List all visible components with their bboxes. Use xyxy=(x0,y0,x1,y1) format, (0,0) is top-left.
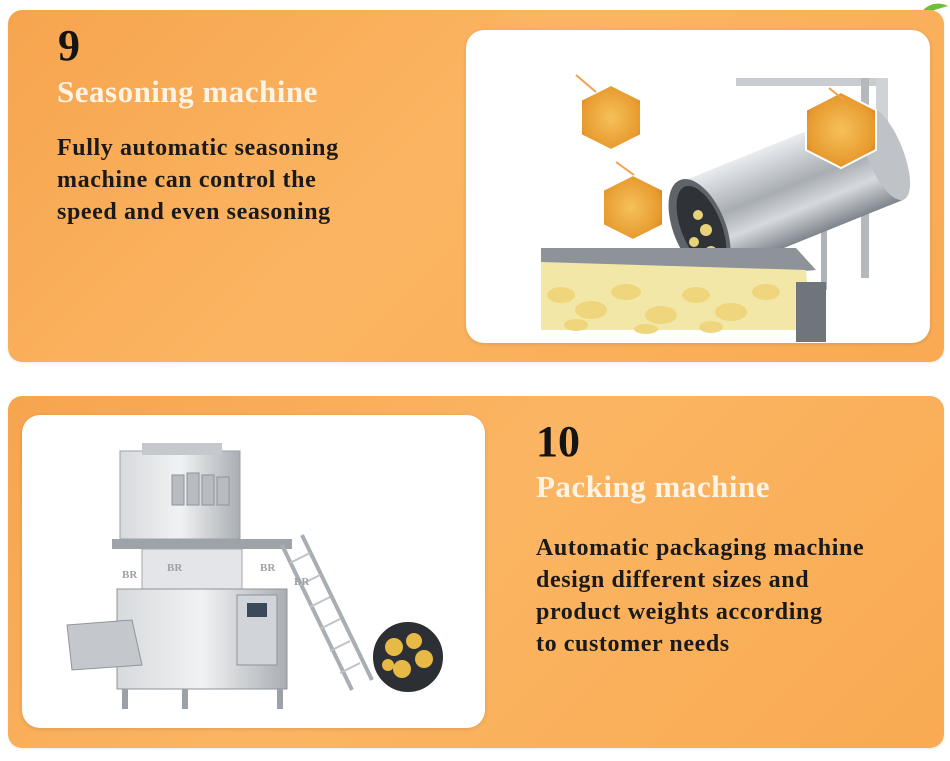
watermark-text: BR xyxy=(294,576,310,588)
step-number: 10 xyxy=(536,417,580,466)
description-line: machine can control the xyxy=(57,167,317,193)
seasoning-machine-photo xyxy=(466,30,930,343)
watermark-text: BR xyxy=(122,569,138,581)
description-line: to customer needs xyxy=(536,631,730,657)
packing-machine-card: BR BR BR BR 10 Packing machine Automatic… xyxy=(8,396,944,748)
step-title: Packing machine xyxy=(536,469,770,504)
description-line: Fully automatic seasoning xyxy=(57,135,339,161)
step-title: Seasoning machine xyxy=(57,74,318,109)
seasoning-machine-card: 9 Seasoning machine Fully automatic seas… xyxy=(8,10,944,362)
step-description: Fully automatic seasoning machine can co… xyxy=(57,132,339,228)
description-line: design different sizes and xyxy=(536,567,810,593)
watermark-text: BR xyxy=(260,562,276,574)
step-number: 9 xyxy=(58,21,80,70)
description-line: product weights according xyxy=(536,599,823,625)
packing-machine-photo: BR BR BR BR xyxy=(22,415,485,728)
packing-machine-illustration: BR BR BR BR xyxy=(66,443,445,709)
seasoning-drum-illustration xyxy=(541,74,911,342)
description-line: speed and even seasoning xyxy=(57,199,331,225)
watermark-text: BR xyxy=(167,562,183,574)
step-description: Automatic packaging machine design diffe… xyxy=(536,532,864,660)
description-line: Automatic packaging machine xyxy=(536,535,865,561)
